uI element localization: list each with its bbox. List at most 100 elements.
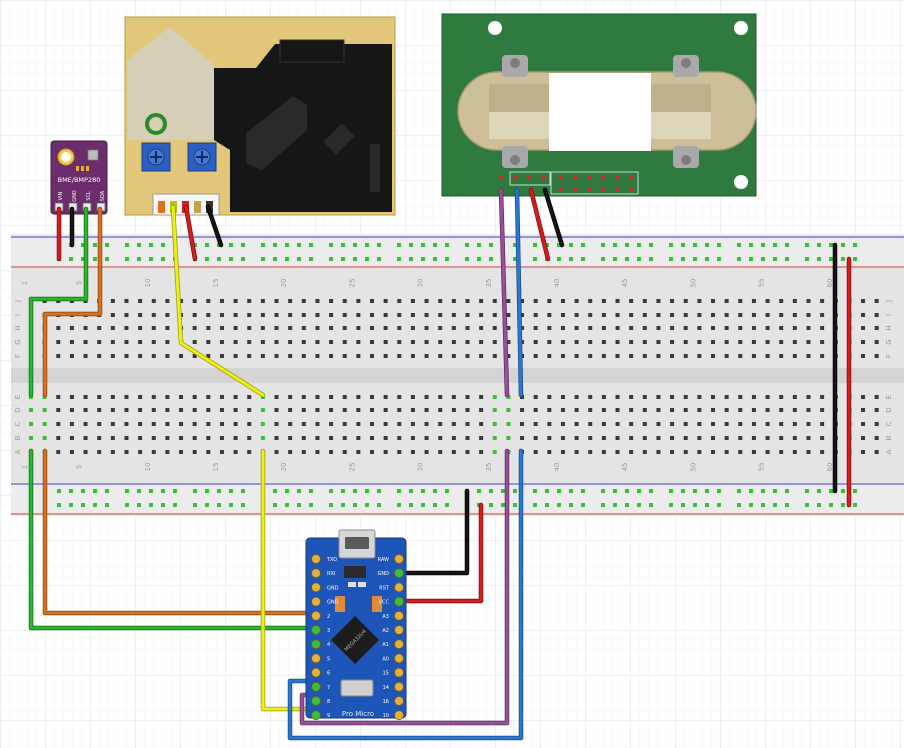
breadboard-hole[interactable] [492,354,497,358]
power-rail-hole[interactable] [421,489,425,493]
power-rail-hole[interactable] [785,243,789,247]
power-rail-hole[interactable] [785,503,789,507]
power-rail-hole[interactable] [149,489,153,493]
breadboard-hole[interactable] [751,422,756,426]
power-rail-hole[interactable] [669,243,673,247]
power-rail-hole[interactable] [853,257,857,261]
co2-header-pin[interactable] [614,175,620,181]
pro-micro-pin[interactable] [394,696,404,706]
breadboard-hole[interactable] [751,354,756,358]
breadboard-hole[interactable] [506,422,511,426]
breadboard-hole[interactable] [42,408,47,412]
breadboard-hole[interactable] [601,450,606,454]
breadboard-hole[interactable] [861,340,866,344]
power-rail-hole[interactable] [81,257,85,261]
breadboard-hole[interactable] [547,450,552,454]
power-rail-hole[interactable] [161,503,165,507]
breadboard-hole[interactable] [219,354,224,358]
power-rail-hole[interactable] [341,243,345,247]
breadboard-hole[interactable] [288,422,293,426]
power-rail-hole[interactable] [377,257,381,261]
breadboard-hole[interactable] [615,299,620,303]
breadboard-hole[interactable] [560,313,565,317]
power-rail-hole[interactable] [477,243,481,247]
breadboard-hole[interactable] [465,422,470,426]
breadboard-hole[interactable] [233,326,238,330]
power-rail-hole[interactable] [149,243,153,247]
power-rail-hole[interactable] [229,257,233,261]
breadboard-hole[interactable] [697,299,702,303]
breadboard-hole[interactable] [383,340,388,344]
breadboard-hole[interactable] [697,436,702,440]
pro-micro-pin[interactable] [311,610,321,621]
breadboard-hole[interactable] [342,326,347,330]
breadboard-hole[interactable] [329,340,334,344]
breadboard-hole[interactable] [465,408,470,412]
breadboard-hole[interactable] [342,436,347,440]
breadboard-hole[interactable] [874,354,879,358]
breadboard-hole[interactable] [574,395,579,399]
breadboard-hole[interactable] [397,422,402,426]
breadboard-hole[interactable] [711,436,715,440]
breadboard-hole[interactable] [588,326,593,330]
breadboard-hole[interactable] [438,450,443,454]
breadboard-hole[interactable] [138,408,143,412]
breadboard-hole[interactable] [438,436,443,440]
power-rail-hole[interactable] [737,257,741,261]
power-rail-hole[interactable] [829,257,833,261]
breadboard-hole[interactable] [792,422,797,426]
breadboard-hole[interactable] [56,326,61,330]
breadboard-hole[interactable] [438,340,443,344]
breadboard-hole[interactable] [861,408,866,412]
breadboard-hole[interactable] [601,299,606,303]
breadboard-hole[interactable] [138,313,143,317]
power-rail-hole[interactable] [649,257,653,261]
power-rail-hole[interactable] [205,243,209,247]
power-rail-hole[interactable] [601,503,605,507]
breadboard-hole[interactable] [574,436,579,440]
breadboard-hole[interactable] [83,422,88,426]
breadboard-hole[interactable] [479,408,484,412]
breadboard-hole[interactable] [683,299,688,303]
power-rail-hole[interactable] [193,503,197,507]
power-rail-hole[interactable] [717,489,721,493]
breadboard-hole[interactable] [247,408,252,412]
pro-micro-pin[interactable] [311,554,321,564]
breadboard-hole[interactable] [697,395,702,399]
breadboard-hole[interactable] [383,354,388,358]
power-rail-hole[interactable] [693,257,697,261]
breadboard-hole[interactable] [629,326,634,330]
power-rail-hole[interactable] [105,503,109,507]
breadboard-hole[interactable] [124,450,129,454]
power-rail-hole[interactable] [297,257,301,261]
power-rail-hole[interactable] [309,489,313,493]
power-rail-hole[interactable] [309,243,313,247]
power-rail-hole[interactable] [93,243,97,247]
breadboard-hole[interactable] [342,313,347,317]
breadboard-hole[interactable] [588,450,593,454]
breadboard-hole[interactable] [765,354,770,358]
breadboard-hole[interactable] [711,354,715,358]
breadboard-hole[interactable] [601,340,606,344]
breadboard-hole[interactable] [342,395,347,399]
breadboard-hole[interactable] [670,340,675,344]
breadboard-hole[interactable] [233,340,238,344]
breadboard-hole[interactable] [574,340,579,344]
breadboard-hole[interactable] [492,422,497,426]
breadboard-hole[interactable] [274,408,279,412]
power-rail-hole[interactable] [681,489,685,493]
breadboard-hole[interactable] [179,436,184,440]
breadboard-hole[interactable] [206,299,211,303]
power-rail-hole[interactable] [125,503,129,507]
power-rail-hole[interactable] [81,489,85,493]
breadboard-hole[interactable] [874,313,879,317]
breadboard-hole[interactable] [329,408,334,412]
power-rail-hole[interactable] [637,503,641,507]
power-rail-hole[interactable] [465,257,469,261]
breadboard-hole[interactable] [97,326,102,330]
breadboard-hole[interactable] [560,395,565,399]
breadboard-hole[interactable] [97,395,102,399]
breadboard-hole[interactable] [533,408,538,412]
breadboard-hole[interactable] [642,450,647,454]
breadboard-hole[interactable] [574,450,579,454]
